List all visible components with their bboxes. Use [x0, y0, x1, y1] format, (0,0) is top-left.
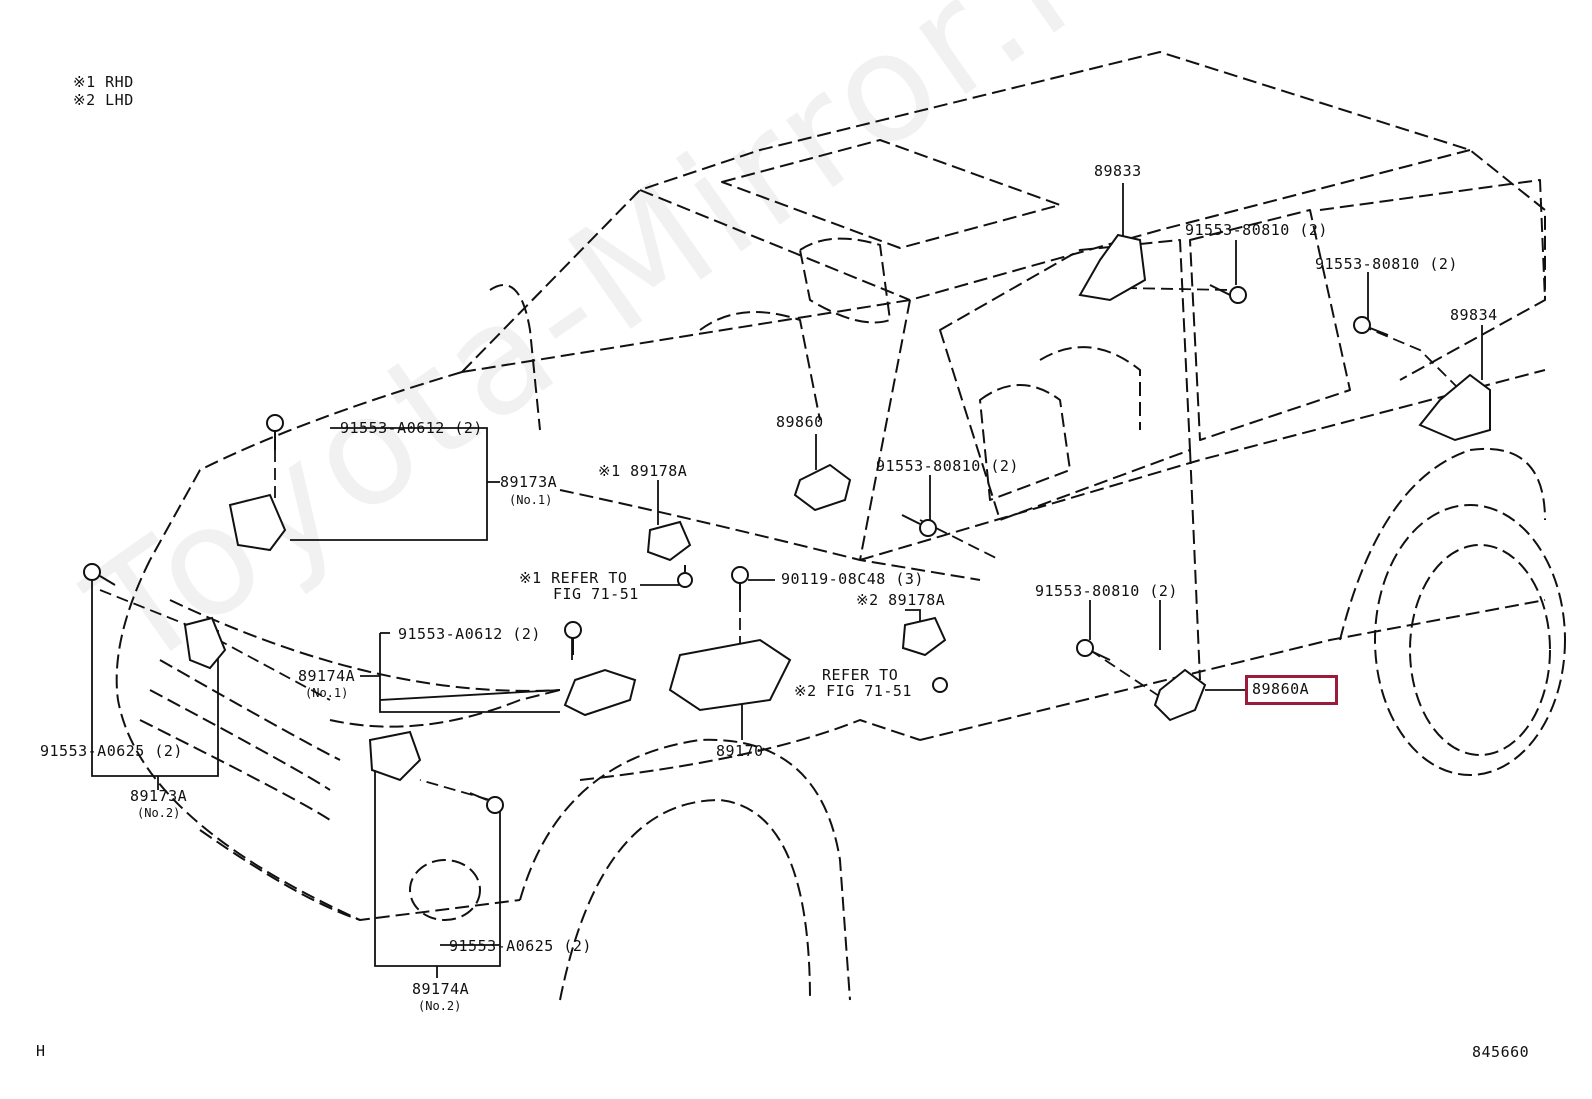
windshield-top [639, 189, 911, 301]
grille-top [169, 599, 561, 692]
rear-wheel-inner [1409, 544, 1551, 756]
bolt-icon [731, 566, 749, 600]
hood-edge [461, 149, 1471, 373]
corner-code-left: H [36, 1042, 46, 1060]
label-bolt-A0625-left[interactable]: 91553-A0625 (2) [40, 742, 183, 760]
seat-rear [1039, 346, 1141, 430]
label-bolt-A0625-bottom[interactable]: 91553-A0625 (2) [449, 937, 592, 955]
label-89178A-rhd[interactable]: ※1 89178A [598, 462, 688, 480]
front-fascia [115, 559, 361, 921]
figure-number: 845660 [1472, 1043, 1530, 1061]
seat-front [979, 384, 1071, 501]
label-bolt-80810-mid[interactable]: 91553-80810 (2) [876, 457, 1019, 475]
label-refer-rhd: ※1 REFER TO [519, 569, 628, 587]
legend-lhd: ※2 LHD [73, 91, 134, 109]
label-bolt-A0612-top[interactable]: 91553-A0612 (2) [340, 419, 483, 437]
label-bolt-A0612-mid[interactable]: 91553-A0612 (2) [398, 625, 541, 643]
part-89860A [1153, 668, 1207, 722]
label-89170[interactable]: 89170 [716, 742, 764, 760]
bolt-icon [901, 514, 937, 537]
quarter-window [1319, 179, 1546, 381]
label-89173A-no2[interactable]: 89173A [130, 787, 188, 805]
interior-line [489, 284, 541, 431]
part-89860 [793, 463, 852, 512]
front-door-window [939, 239, 1191, 521]
bolt-icon [1076, 639, 1111, 661]
roof-outline [461, 51, 1546, 373]
bolt-icon [83, 563, 116, 586]
label-no2-b: (No.2) [418, 999, 462, 1013]
label-no1-b: (No.1) [305, 686, 349, 700]
headlamp [329, 689, 561, 728]
rocker-panel [919, 599, 1546, 741]
label-89860A[interactable]: 89860A [1252, 680, 1310, 698]
bolt-icon [932, 677, 948, 693]
part-89174A-no2 [368, 730, 422, 782]
label-fig-lhd[interactable]: ※2 FIG 71-51 [794, 682, 912, 700]
part-89178A-rhd [646, 520, 692, 562]
hood-front [149, 371, 463, 561]
rear-wheel-outer [1374, 504, 1566, 776]
bolt-icon [469, 792, 504, 814]
door-line [1189, 449, 1201, 681]
label-89178A-lhd[interactable]: ※2 89178A [856, 591, 946, 609]
lower-body [579, 719, 921, 781]
bolt-icon [677, 565, 693, 588]
rear-door-window [1189, 209, 1351, 441]
bolt-icon [1209, 284, 1247, 304]
windshield-pillar [859, 299, 911, 561]
part-89834 [1418, 373, 1491, 442]
bumper-lower [199, 829, 521, 921]
fog-lamp [409, 859, 481, 921]
label-89860[interactable]: 89860 [776, 413, 824, 431]
bolt-icon [564, 621, 582, 655]
part-89833 [1078, 233, 1147, 302]
dashboard [559, 489, 981, 581]
label-bolt-80810-right[interactable]: 91553-80810 (2) [1315, 255, 1458, 273]
part-89173A-no1 [228, 493, 287, 552]
sunroof [721, 139, 1061, 249]
bolt-icon [1353, 316, 1389, 336]
grille-lines [139, 659, 341, 821]
label-fig-rhd[interactable]: FIG 71-51 [553, 585, 639, 603]
highlight-box [1245, 675, 1338, 705]
label-bolt-80810-top[interactable]: 91553-80810 (2) [1185, 221, 1328, 239]
label-89833[interactable]: 89833 [1094, 162, 1142, 180]
part-89170 [668, 638, 792, 712]
part-89173A-no2 [183, 616, 227, 670]
label-no1-a: (No.1) [509, 493, 553, 507]
rear-view-mirror [799, 237, 891, 324]
side-body [859, 369, 1546, 561]
label-89174A-no2[interactable]: 89174A [412, 980, 470, 998]
label-89173A-no1[interactable]: 89173A [500, 473, 558, 491]
label-no2-a: (No.2) [137, 806, 181, 820]
label-89174A-no1[interactable]: 89174A [298, 667, 356, 685]
bolt-icon [266, 414, 284, 450]
label-bolt-08C48[interactable]: 90119-08C48 (3) [781, 570, 924, 588]
legend-rhd: ※1 RHD [73, 73, 134, 91]
front-wheel-arch [519, 738, 851, 1001]
rear-wheel-arch [1339, 447, 1546, 641]
label-bolt-80810-low[interactable]: 91553-80810 (2) [1035, 582, 1178, 600]
instrument [699, 311, 821, 421]
label-refer-lhd: REFER TO [822, 666, 899, 684]
front-wheel [559, 799, 811, 1001]
part-89174A-no1 [563, 668, 637, 717]
part-89178A-lhd [901, 616, 947, 657]
label-89834[interactable]: 89834 [1450, 306, 1498, 324]
